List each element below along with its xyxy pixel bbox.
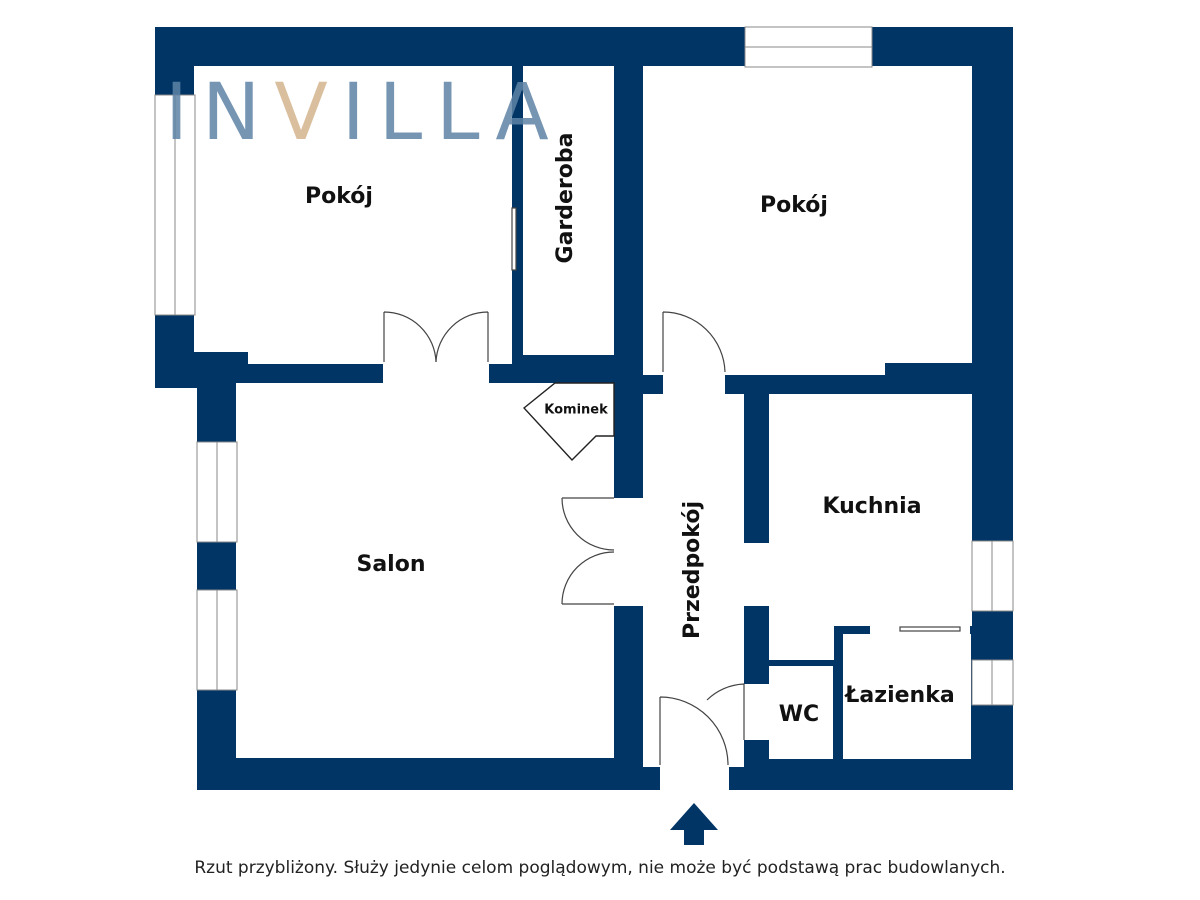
door-lazienka-sliding [899, 626, 961, 632]
floor-garderoba [523, 66, 614, 355]
door-entrance [659, 696, 729, 766]
windows [154, 26, 1014, 706]
floor-pokoj-right [643, 66, 972, 363]
door-wc [706, 683, 745, 740]
logo-suffix: ILLA [341, 68, 563, 158]
label-garderoba: Garderoba [553, 132, 578, 264]
label-lazienka: Łazienka [845, 683, 955, 708]
door-pokoj-right [662, 311, 726, 373]
floor-kuchnia [769, 394, 972, 626]
floor-wc [769, 666, 833, 759]
opening-hall-kuchnia [742, 543, 771, 606]
door-salon-hall-bottom [561, 551, 615, 605]
label-przedpokoj: Przedpokój [680, 500, 705, 640]
floors [194, 66, 972, 767]
label-kominek: Kominek [544, 402, 608, 418]
label-wc: WC [778, 702, 820, 727]
door-garderoba-sliding [511, 207, 517, 271]
label-pokoj-right: Pokój [760, 193, 828, 218]
brand-logo: INVILLA [165, 74, 563, 152]
door-salon-hall-top [561, 497, 615, 551]
logo-prefix: IN [165, 68, 275, 158]
opening-hall-wc [742, 684, 771, 740]
logo-v: V [274, 68, 342, 158]
opening-entrance [660, 765, 729, 791]
entrance-arrow-icon [670, 803, 718, 845]
opening-salon-hall [612, 498, 645, 606]
opening-pokoj-salon [383, 362, 489, 384]
doors [383, 207, 961, 766]
door-pokoj-salon-left [383, 311, 437, 363]
floor-kuchnia-low [769, 620, 834, 660]
opening-pokoj-right-hall [663, 372, 725, 396]
disclaimer-caption: Rzut przybliżony. Służy jedynie celom po… [194, 858, 1006, 878]
label-salon: Salon [356, 552, 426, 577]
fireplace [522, 382, 615, 462]
floor-pokoj-right-ext [643, 360, 885, 375]
floor-pokoj-left [194, 66, 512, 352]
floor-salon [236, 383, 614, 758]
floor-lazienka [843, 634, 971, 759]
floor-pokoj-left-bottom [248, 350, 512, 364]
label-kuchnia: Kuchnia [822, 494, 922, 519]
label-pokoj-left: Pokój [305, 184, 373, 209]
door-pokoj-salon-right [435, 311, 489, 363]
